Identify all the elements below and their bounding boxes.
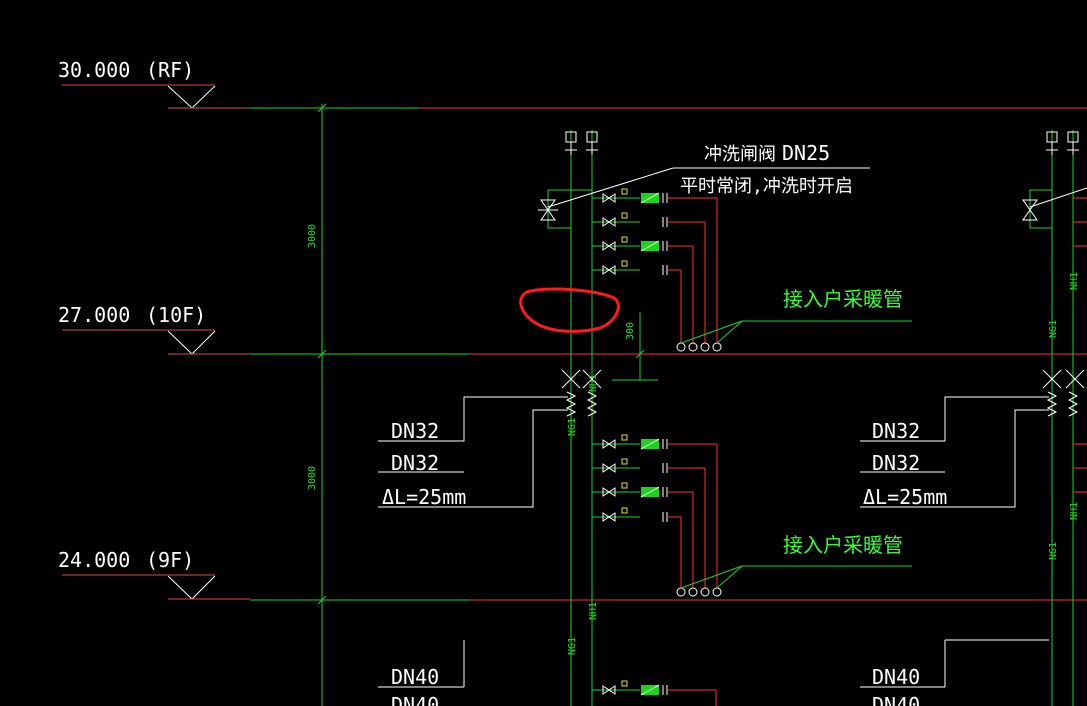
riser-tag-nh1-right-10f: NH1 <box>1069 272 1080 290</box>
level-elevation-rf: 30.000 <box>58 58 130 82</box>
dimension-3000-upper: 3000 <box>307 224 318 248</box>
level-floor-9f: (9F) <box>146 548 194 572</box>
size-leader-right: DN32 DN32 ΔL=25mm DN40 DN40 <box>860 396 1049 706</box>
dimension-3000-lower: 3000 <box>307 466 318 490</box>
label-dn40-main-lower: DN40 <box>391 693 439 706</box>
label-connect-heating-9f: 接入户采暖管 <box>783 533 903 557</box>
level-floor-10f: (10F) <box>146 303 206 327</box>
riser-tag-ng1-main-9f: NG1 <box>567 637 578 655</box>
riser-tag-ng1-main-10f: NG1 <box>567 418 578 436</box>
label-connect-heating-10f: 接入户采暖管 <box>783 287 903 311</box>
label-dn40-right: DN40 <box>872 665 920 689</box>
dimension-300: 300 <box>625 322 636 340</box>
level-floor-rf: (RF) <box>146 58 194 82</box>
label-flush-size: DN25 <box>782 141 830 165</box>
floor-lines <box>250 107 1087 601</box>
riser-tag-nh1-right-9f: NH1 <box>1069 502 1080 520</box>
label-dn32-supply-main: DN32 <box>391 419 439 443</box>
offset-dimension: 300 <box>612 312 658 381</box>
flush-valve-annotation: 冲洗闸阀 DN25 平时常闭,冲洗时开启 <box>547 141 870 208</box>
branch-connections <box>571 188 718 706</box>
level-elevation-10f: 27.000 <box>58 303 130 327</box>
riser-tag-ng1-right-9f: NG1 <box>1048 542 1059 560</box>
label-dn32-return-right: DN32 <box>872 451 920 475</box>
level-marker-9f: 24.000 (9F) <box>58 548 250 600</box>
riser-pair-right: NG1 NH1 NH1 NG1 <box>1022 130 1087 706</box>
heating-connection-9f: 接入户采暖管 <box>676 533 912 597</box>
label-flush-valve: 冲洗闸阀 <box>704 144 776 165</box>
riser-tag-nh1-main-9f: NH1 <box>588 602 599 620</box>
label-dn32-supply-right: DN32 <box>872 419 920 443</box>
label-expansion-right: ΔL=25mm <box>863 485 947 509</box>
label-dn40-main: DN40 <box>391 665 439 689</box>
level-marker-10f: 27.000 (10F) <box>58 303 250 355</box>
storey-dimension: 3000 3000 <box>307 103 327 706</box>
size-leader-main: DN32 DN32 ΔL=25mm DN40 DN40 <box>378 396 568 706</box>
level-marker-rf: 30.000 (RF) <box>58 58 250 109</box>
label-dn40-right-lower: DN40 <box>872 693 920 706</box>
riser-tag-nh1-main-10f: NH1 <box>588 374 599 392</box>
markup-circle <box>519 287 620 333</box>
label-expansion-main: ΔL=25mm <box>382 485 466 509</box>
label-flush-note: 平时常闭,冲洗时开启 <box>680 176 853 197</box>
riser-tag-ng1-right-10f: NG1 <box>1048 320 1059 338</box>
level-elevation-9f: 24.000 <box>58 548 130 572</box>
heating-connection-10f: 接入户采暖管 <box>676 287 912 352</box>
label-dn32-return-main: DN32 <box>391 451 439 475</box>
riser-pair-main: NG1 NH1 NH1 NG1 <box>538 130 602 706</box>
